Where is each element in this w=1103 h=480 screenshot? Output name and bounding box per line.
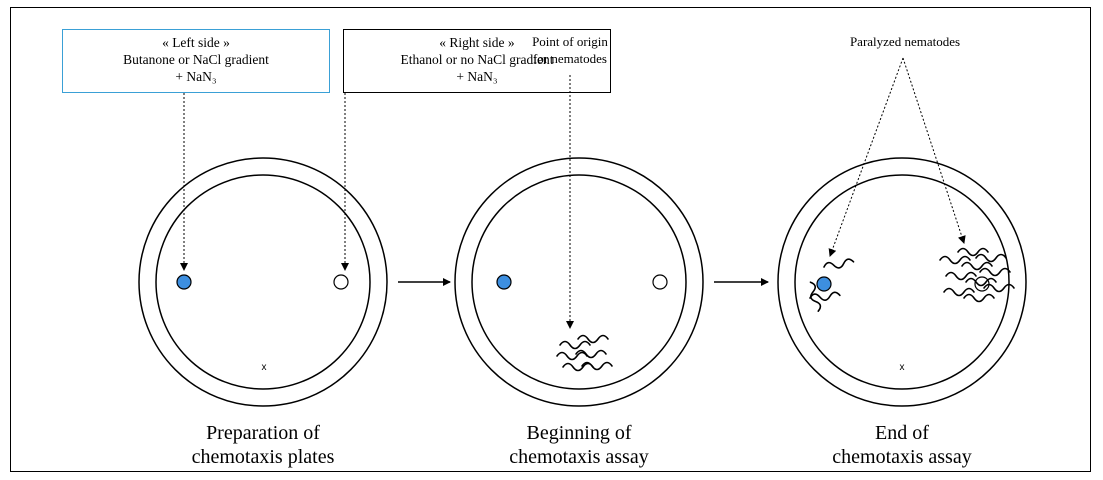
plate-1-control-spot <box>333 274 349 290</box>
caption-end-line1: End of <box>875 422 929 444</box>
plate-preparation: x <box>138 157 388 407</box>
right-side-title: « Right side » <box>439 35 515 50</box>
right-side-description: Ethanol or no NaCl gradient <box>400 52 554 67</box>
right-side-label-box: « Right side » Ethanol or no NaCl gradie… <box>343 29 611 93</box>
left-side-label-box: « Left side » Butanone or NaCl gradient … <box>62 29 330 93</box>
paralyzed-pointer-right <box>902 57 966 244</box>
caption-beginning: Beginning of chemotaxis assay <box>479 421 679 469</box>
plate-3-attractant-spot <box>816 276 832 292</box>
right-side-additive: + NaN₃ <box>456 69 498 84</box>
plate-2-attractant-spot <box>496 274 512 290</box>
paralyzed-note: Paralyzed nematodes <box>849 34 961 49</box>
caption-end: End of chemotaxis assay <box>802 421 1002 469</box>
left-side-description: Butanone or NaCl gradient <box>123 52 269 67</box>
plate-2-inner-ring <box>471 174 687 390</box>
plate-beginning <box>454 157 704 407</box>
plate-3-inner-ring <box>794 174 1010 390</box>
plate-1-attractant-spot <box>176 274 192 290</box>
origin-note-line1: Point of origin <box>532 34 608 49</box>
caption-preparation: Preparation of chemotaxis plates <box>163 421 363 469</box>
left-side-additive: + NaN₃ <box>175 69 217 84</box>
caption-preparation-line1: Preparation of <box>206 422 320 444</box>
caption-beginning-line2: chemotaxis assay <box>509 446 649 468</box>
plate-1-origin-mark: x <box>262 362 267 373</box>
plate-1-inner-ring <box>155 174 371 390</box>
figure-frame <box>10 7 1091 472</box>
plate-2-control-spot <box>652 274 668 290</box>
paralyzed-pointer-left <box>828 57 904 257</box>
origin-note: Point of origin for nematodes <box>510 33 630 67</box>
plate-3-origin-mark: x <box>900 362 905 373</box>
caption-end-line2: chemotaxis assay <box>832 446 972 468</box>
left-side-title: « Left side » <box>162 35 230 50</box>
caption-preparation-line2: chemotaxis plates <box>191 446 335 468</box>
origin-note-line2: for nematodes <box>532 51 607 66</box>
plate-end: x <box>777 157 1027 407</box>
caption-beginning-line1: Beginning of <box>526 422 632 444</box>
